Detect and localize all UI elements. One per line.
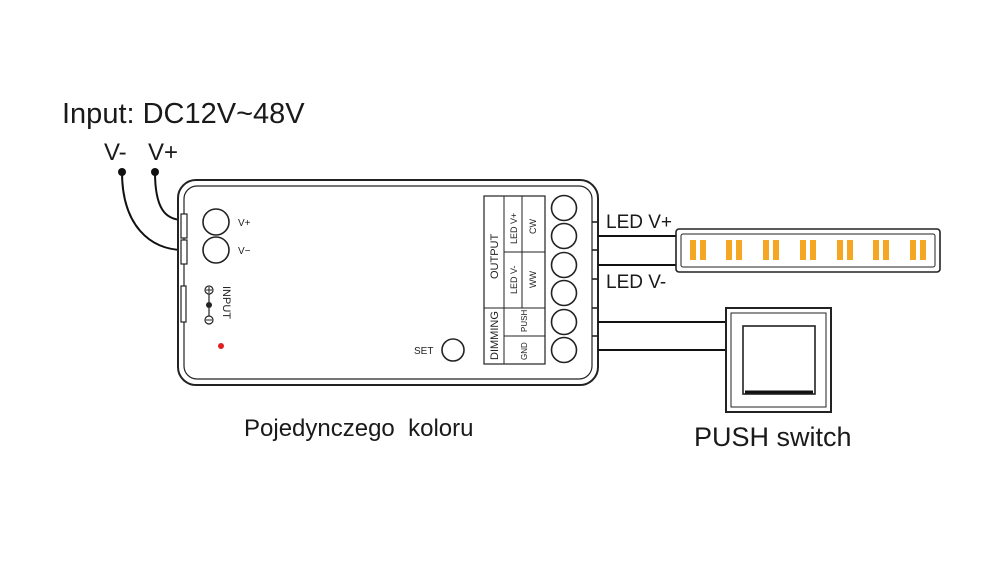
input-vminus-screw-terminal	[202, 236, 230, 264]
led-chips	[690, 240, 926, 260]
terminal-led-vplus-label: LED V+	[509, 213, 519, 244]
terminal-side-ticks	[592, 221, 598, 337]
terminal-screw-gnd	[550, 336, 578, 364]
dimming-group-label: DIMMING	[489, 311, 501, 360]
set-button-label: SET	[414, 346, 433, 357]
terminal-push-label: PUSH	[520, 310, 529, 332]
terminal-label-block	[483, 195, 546, 365]
input-vplus-screw-terminal	[202, 208, 230, 236]
controller-vplus-label: V+	[238, 218, 251, 229]
terminal-cw-label: CW	[528, 219, 538, 234]
push-switch	[725, 307, 832, 413]
strip-led-vplus-label: LED V+	[606, 212, 672, 233]
output-terminal-column	[550, 194, 578, 364]
output-group-label: OUTPUT	[489, 234, 501, 280]
terminal-screw-cw	[550, 222, 578, 250]
input-voltage-title: Input: DC12V~48V	[62, 98, 305, 130]
terminal-led-vminus-label: LED V-	[509, 265, 519, 294]
input-port-label: INPUT	[220, 286, 232, 319]
led-strip	[675, 228, 941, 273]
terminal-gnd-label: GND	[520, 342, 529, 360]
terminal-screw-ww	[550, 279, 578, 307]
v-minus-wire	[121, 171, 184, 251]
terminal-ww-label: WW	[528, 271, 538, 288]
controller-caption: Pojedynczego koloru	[244, 415, 473, 442]
status-led-indicator	[218, 343, 224, 349]
dc-jack-icon	[204, 285, 214, 325]
v-minus-label: V-	[104, 139, 127, 166]
push-switch-label: PUSH switch	[694, 422, 852, 452]
set-button[interactable]	[441, 338, 465, 362]
terminal-screw-push	[550, 308, 578, 336]
v-plus-label: V+	[148, 139, 178, 166]
strip-led-vminus-label: LED V-	[606, 272, 666, 293]
controller-vminus-label: V−	[238, 246, 251, 257]
push-switch-button	[742, 325, 816, 395]
terminal-screw-led-vminus	[550, 251, 578, 279]
terminal-screw-led-vplus	[550, 194, 578, 222]
